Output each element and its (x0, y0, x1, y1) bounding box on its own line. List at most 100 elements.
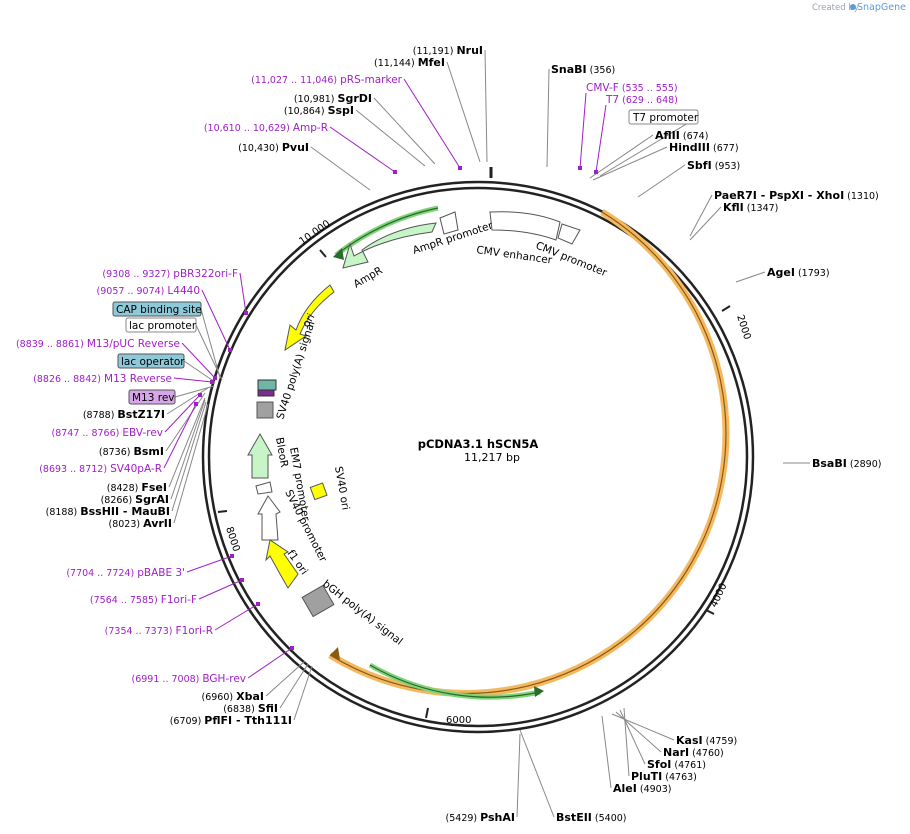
primer-label-left[interactable]: (8747 .. 8766) EBV-rev (51, 427, 163, 439)
site-label-left[interactable]: (11,191) NruI (413, 44, 483, 57)
primer-label-left[interactable]: (9308 .. 9327) pBR322ori-F (102, 268, 238, 280)
green-arc-top-arrow (333, 248, 344, 260)
site-label-right[interactable]: SnaBI (356) (551, 63, 615, 76)
primer-mark (228, 348, 232, 352)
primer-mark (230, 554, 234, 558)
cap-binding-site-text: CAP binding site (116, 304, 202, 316)
site-label-left[interactable]: (10,430) PvuI (238, 141, 309, 154)
map-length: 11,217 bp (464, 451, 520, 464)
primer-label-right[interactable]: CMV-F (535 .. 555) (586, 82, 678, 94)
ring-ticks (217, 249, 731, 719)
m13-rev-text: M13 rev (132, 392, 175, 404)
site-label-left[interactable]: (10,864) SspI (284, 104, 354, 117)
primer-label-left[interactable]: (6991 .. 7008) BGH-rev (132, 673, 246, 685)
site-label-right[interactable]: BsaBI (2890) (812, 457, 881, 470)
site-label-right[interactable]: AgeI (1793) (767, 266, 830, 279)
ring-tick-label: 2000 (734, 314, 752, 342)
map-name: pCDNA3.1 hSCN5A (418, 437, 539, 451)
site-label-right[interactable]: HindIII (677) (669, 141, 739, 154)
ampr-label: AmpR (352, 265, 385, 291)
sv40-polya-box-1 (257, 379, 277, 391)
site-label-left[interactable]: (8188) BssHII - MauBI (46, 505, 170, 518)
lac-operator-text: lac operator (121, 356, 185, 368)
site-label-left[interactable]: (6709) PflFI - Tth111I (170, 714, 292, 727)
site-label-left[interactable]: (8023) AvrII (108, 517, 172, 530)
primer-label-left[interactable]: (11,027 .. 11,046) pRS-marker (251, 74, 403, 86)
primer-label-left[interactable]: (7354 .. 7373) F1ori-R (105, 625, 213, 637)
site-label-right[interactable]: BstEII (5400) (556, 811, 627, 824)
primer-mark (594, 170, 598, 174)
primer-label-left[interactable]: (8826 .. 8842) M13 Reverse (33, 373, 172, 385)
sv40-ori-label: SV40 ori (332, 465, 351, 511)
ori-label: ori (300, 312, 317, 330)
primer-label-left[interactable]: (7704 .. 7724) pBABE 3' (66, 567, 185, 579)
primer-mark (213, 376, 217, 380)
credit-prefix: Created by (812, 3, 859, 13)
site-label-left[interactable]: (8736) BsmI (99, 445, 164, 458)
ori-shape (284, 284, 335, 352)
site-label-left[interactable]: (8266) SgrAI (101, 493, 169, 506)
site-label-left[interactable]: (11,144) MfeI (374, 56, 445, 69)
bleor-shape (247, 432, 273, 479)
site-label-left[interactable]: (8788) BstZ17I (83, 408, 165, 421)
ampr-promoter-shape (439, 211, 459, 235)
credit-brand[interactable]: SnapGene (857, 2, 906, 13)
sv40-polya-box-2 (257, 389, 275, 397)
site-label-right[interactable]: AflII (674) (655, 129, 708, 142)
primer-label-left[interactable]: (7564 .. 7585) F1ori-F (90, 594, 197, 606)
boxed-label-t7-promoter[interactable]: T7 promoter (628, 109, 699, 125)
boxed-label-lac-promoter[interactable]: lac promoter (125, 317, 197, 333)
sv40-polya-box-3 (256, 401, 274, 419)
site-label-left[interactable]: (8428) FseI (107, 481, 167, 494)
site-label-right[interactable]: SfoI (4761) (647, 758, 706, 771)
ring-tick-label: 6000 (446, 715, 471, 726)
primer-mark (578, 166, 582, 170)
bleor-label: BleoR (273, 436, 290, 468)
site-label-right[interactable]: PluTI (4763) (631, 770, 697, 783)
f1-ori-shape (265, 539, 299, 589)
primer-mark (240, 578, 244, 582)
cds-arc-orange (328, 209, 730, 697)
boxed-label-lac-operator[interactable]: lac operator (117, 353, 185, 369)
boxed-label-cap-binding-site[interactable]: CAP binding site (112, 301, 202, 317)
primer-label-left[interactable]: (8839 .. 8861) M13/pUC Reverse (16, 338, 180, 350)
t7-promoter-text: T7 promoter (632, 112, 699, 124)
site-label-right[interactable]: KflI (1347) (723, 201, 778, 214)
primer-mark (244, 311, 248, 315)
lac-promoter-text: lac promoter (129, 320, 197, 332)
primer-marks (194, 166, 598, 650)
em7-promoter-shape (255, 481, 273, 495)
snapgene-logo-icon (850, 4, 856, 10)
primer-mark (458, 166, 462, 170)
primer-mark (290, 646, 294, 650)
green-arc-bottom-edge (369, 664, 541, 698)
green-arc-top-edge (335, 207, 439, 256)
primer-label-left[interactable]: (8693 .. 8712) SV40pA-R (39, 463, 162, 475)
primer-label-left[interactable]: (10,610 .. 10,629) Amp-R (204, 122, 328, 134)
site-label-right[interactable]: NarI (4760) (663, 746, 724, 759)
site-labels: (11,191) NruI(11,144) MfeI (10,981) SgrDI… (16, 44, 882, 824)
primer-mark (210, 380, 214, 384)
primer-mark (393, 170, 397, 174)
sv40-promoter-shape (257, 495, 281, 541)
site-label-right[interactable]: SbfI (953) (687, 159, 740, 172)
primer-mark (256, 602, 260, 606)
bgh-polya-label: bGH poly(A) signal (320, 578, 405, 648)
boxed-label-m13-rev[interactable]: M13 rev (128, 389, 176, 405)
site-label-right[interactable]: KasI (4759) (676, 734, 737, 747)
site-label-right[interactable]: AleI (4903) (613, 782, 671, 795)
site-label-left[interactable]: (6960) XbaI (202, 690, 264, 703)
ring-tick-label: 4000 (709, 582, 730, 610)
cmv-promoter-shape (557, 223, 581, 245)
site-label-left[interactable]: (6838) SfiI (223, 702, 278, 715)
primer-label-left[interactable]: (9057 .. 9074) L4440 (97, 285, 200, 297)
site-label-right[interactable]: PaeR7I - PspXI - XhoI (1310) (714, 189, 879, 202)
cds-arrow-head (330, 647, 340, 660)
primer-label-right[interactable]: T7 (629 .. 648) (605, 94, 678, 106)
primer-mark (194, 402, 198, 406)
ampr-shape (342, 222, 437, 269)
site-label-left[interactable]: (10,981) SgrDI (294, 92, 372, 105)
cds-arc-orange-edge (329, 211, 727, 694)
site-label-left[interactable]: (5429) PshAI (446, 811, 515, 824)
